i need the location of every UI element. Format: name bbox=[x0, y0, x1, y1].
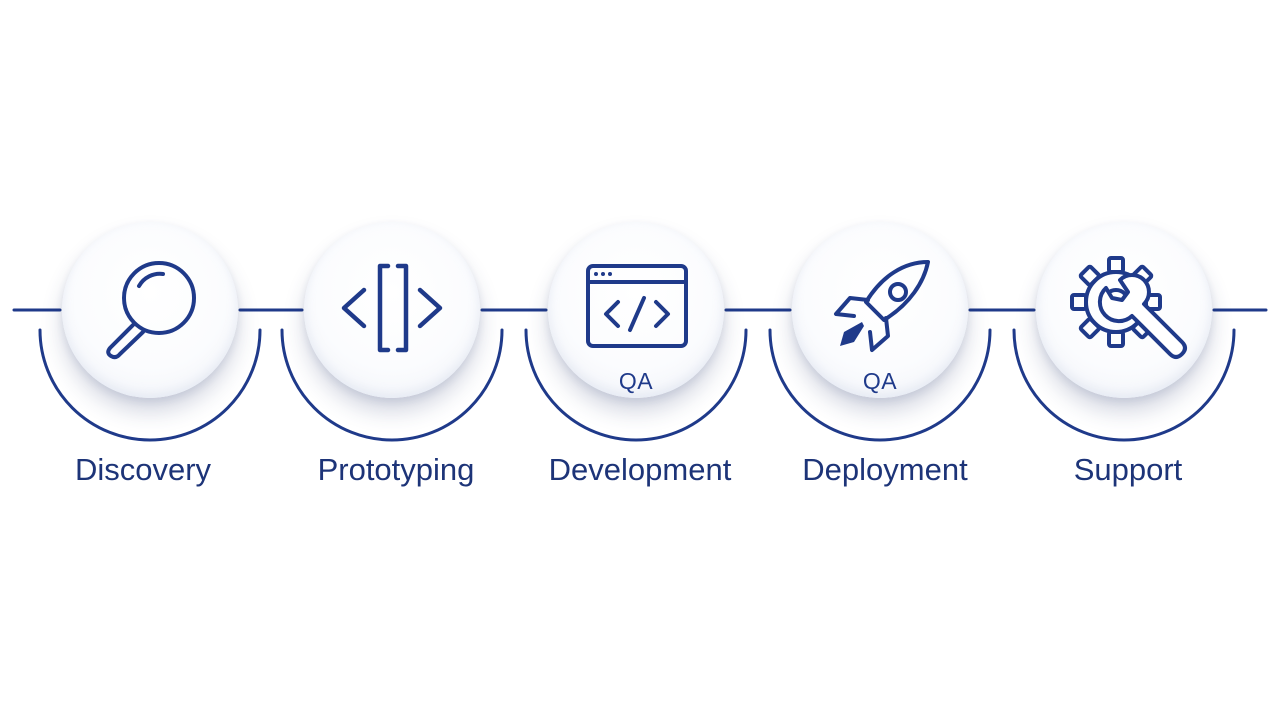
step-node-deployment: QA bbox=[792, 222, 968, 398]
rocket-icon bbox=[834, 260, 930, 352]
step-label-support: Support bbox=[1073, 452, 1183, 487]
code-window-icon bbox=[586, 264, 688, 348]
step-label-discovery: Discovery bbox=[74, 452, 212, 487]
step-node-development: QA bbox=[548, 222, 724, 398]
qa-badge: QA bbox=[862, 368, 898, 394]
step-label-deployment: Deployment bbox=[802, 452, 968, 487]
step-node-support bbox=[1036, 222, 1212, 398]
step-node-prototyping bbox=[304, 222, 480, 398]
step-node-discovery bbox=[62, 222, 238, 398]
gear-wrench-icon bbox=[1070, 256, 1187, 359]
step-label-prototyping: Prototyping bbox=[317, 452, 475, 487]
magnifying-glass-icon bbox=[106, 261, 196, 360]
connector-arc bbox=[1012, 328, 1236, 442]
connector-arc bbox=[280, 328, 504, 442]
brackets-code-icon bbox=[341, 263, 443, 353]
connector-arc bbox=[524, 328, 748, 442]
step-label-development: Development bbox=[548, 452, 732, 487]
qa-badge: QA bbox=[618, 368, 654, 394]
connector-arc bbox=[768, 328, 992, 442]
connector-arc bbox=[38, 328, 262, 442]
